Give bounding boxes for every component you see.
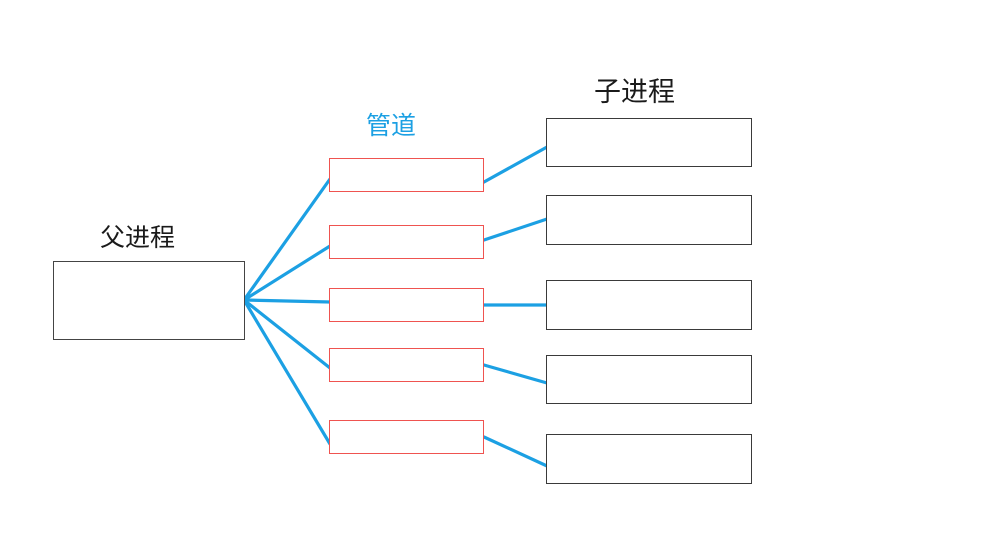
child-process-column-label: 子进程 xyxy=(594,77,675,107)
pipe-box-2[interactable] xyxy=(329,225,484,259)
parent-process-label: 父进程 xyxy=(100,224,176,252)
child-process-box-4[interactable] xyxy=(546,355,752,404)
connector-parent-to-pipe-2 xyxy=(242,244,332,302)
connector-pipe-to-child-2 xyxy=(482,217,549,242)
pipe-column-label: 管道 xyxy=(366,112,417,140)
connector-parent-to-pipe-3 xyxy=(242,298,332,304)
connector-pipe-to-child-4 xyxy=(482,363,549,385)
connector-parent-to-pipe-4 xyxy=(242,298,332,370)
pipe-box-3[interactable] xyxy=(329,288,484,322)
child-process-box-3[interactable] xyxy=(546,280,752,330)
connector-pipe-to-child-5 xyxy=(482,435,549,468)
pipe-box-1[interactable] xyxy=(329,158,484,192)
child-process-box-5[interactable] xyxy=(546,434,752,484)
child-process-box-2[interactable] xyxy=(546,195,752,245)
child-process-box-1[interactable] xyxy=(546,118,752,167)
connector-pipe-to-child-1 xyxy=(482,145,549,184)
connector-parent-to-pipe-1 xyxy=(242,177,332,302)
pipe-box-4[interactable] xyxy=(329,348,484,382)
parent-process-box[interactable] xyxy=(53,261,245,340)
pipe-box-5[interactable] xyxy=(329,420,484,454)
connector-parent-to-pipe-5 xyxy=(242,298,332,446)
